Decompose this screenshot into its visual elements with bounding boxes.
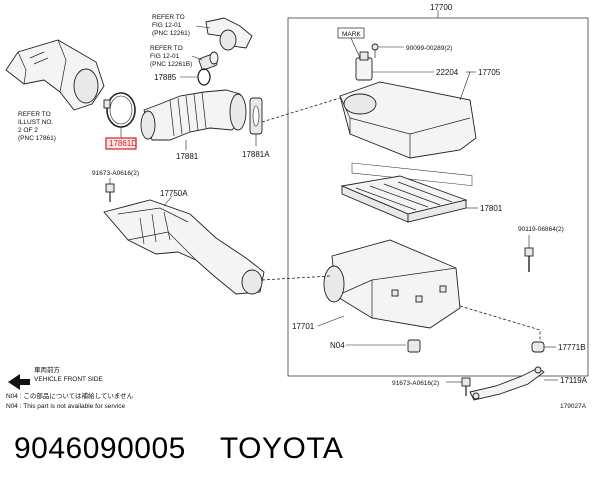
refer-top-line3: (PNC 12261) [152,30,190,37]
label-front-jp: 車両前方 [34,365,61,374]
clamp-17885-part[interactable] [197,68,211,86]
bolt-91673-top-part[interactable] [105,183,115,202]
cleaner-cap-part[interactable] [339,81,477,186]
label-17700: 17700 [430,3,453,12]
airflow-sensor-part[interactable] [355,43,379,81]
refer-mid-line2: FIG 12-01 [150,53,180,60]
label-17771b: 17771B [558,343,586,352]
label-n04: N04 [330,341,345,350]
connector-dash-lower [261,275,331,281]
refer-left-line1: REFER TO [18,111,51,118]
connector-dash-upper [261,97,341,123]
bolt-91673-bottom-part[interactable] [461,377,471,396]
bolt-90119-part[interactable] [524,247,534,272]
caption-part-number: 9046090005 [14,432,186,465]
refer-left-line4: (PNC 17861) [18,135,56,142]
label-17750a: 17750A [160,189,188,198]
leader-17701 [317,315,345,327]
note-n04-jp: N04 : この部品については補給していません [6,391,134,400]
label-90119: 90119-06864(2) [518,226,564,233]
label-17861d: 17861D [109,139,137,148]
leader-17705-to-cap [459,71,471,101]
leader-refer-mid [191,55,203,61]
vehicle-front-arrow-icon [8,374,30,390]
clamp-ring-part[interactable] [103,92,136,128]
refer-mid-line3: (PNC 12261B) [150,61,192,68]
label-17701: 17701 [292,322,315,331]
label-17801: 17801 [480,204,503,213]
label-front-en: VEHICLE FRONT SIDE [34,376,104,383]
refer-left-line3: 2 OF 2 [18,127,38,134]
label-17119a: 17119A [560,376,588,385]
refer-top-line2: FIG 12-01 [152,22,182,29]
label-mark: MARK [342,31,361,38]
small-hose-part[interactable] [198,51,219,71]
label-91673-bottom: 91673-A0616(2) [392,380,439,387]
label-22204: 22204 [436,68,459,77]
note-n04-en: N04 : This part is not available for ser… [6,403,125,410]
label-90099: 90099-00289(2) [406,45,452,52]
intake-duct-17750a-part[interactable] [103,199,265,295]
bracket-part[interactable] [469,366,545,401]
refer-mid-line1: REFER TO [150,45,183,52]
label-17885: 17885 [154,73,177,82]
intake-duct-part[interactable] [5,39,105,111]
filter-element-part[interactable] [340,175,468,223]
cleaner-case-part[interactable] [323,239,461,329]
label-17881a: 17881A [242,150,270,159]
refer-left-line2: ILLUST NO. [18,119,53,126]
label-91673-top: 91673-A0616(2) [92,170,139,177]
gasket-part[interactable] [249,97,263,135]
leader-mark [350,37,361,59]
caption: 9046090005 TOYOTA [14,432,343,466]
label-17881: 17881 [176,152,199,161]
connector-dash-right [459,305,541,342]
refer-top-line1: REFER TO [152,14,185,21]
cushion-part[interactable] [531,341,545,353]
part-17861d-highlight[interactable] [105,137,137,150]
parts-diagram: 17700 REFER TO ILLUST NO. 2 OF 2 (PNC 17… [5,3,589,410]
label-17705: 17705 [478,68,501,77]
leader-refer-top [195,25,211,29]
parts-diagram-svg: 17700 REFER TO ILLUST NO. 2 OF 2 (PNC 17… [5,3,589,410]
grommet-part[interactable] [407,339,421,353]
leader-17750a [163,195,173,207]
breather-pipe-part[interactable] [205,17,253,51]
caption-brand: TOYOTA [219,432,344,465]
illustration-id: 179027A [560,403,587,410]
intake-hose-part[interactable] [140,89,247,141]
